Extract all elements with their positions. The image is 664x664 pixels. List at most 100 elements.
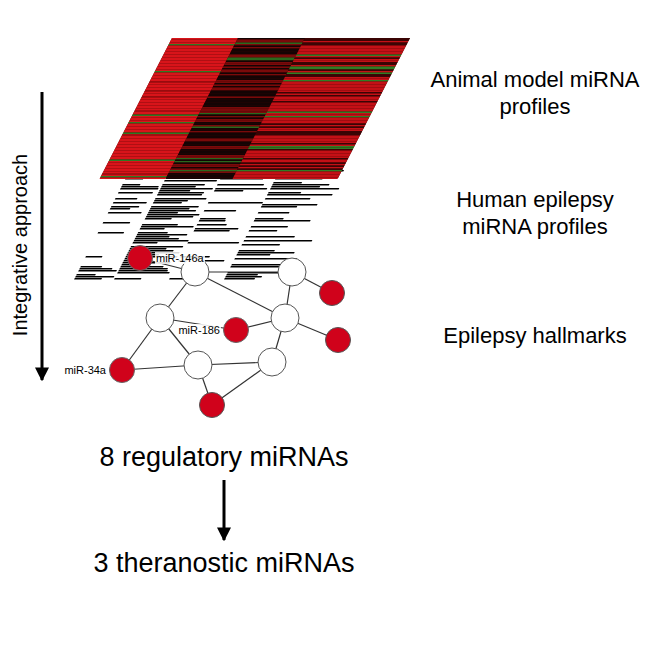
heatmap-cell <box>249 146 355 148</box>
heatmap-cell <box>158 64 225 66</box>
heatmap-cell <box>161 58 228 60</box>
heatmap-cell <box>299 49 405 51</box>
heatmap-cell <box>160 59 227 61</box>
heatmap-cell <box>192 127 260 129</box>
heatmap-cell <box>199 113 267 115</box>
heatmap-cell <box>208 202 263 203</box>
heatmap-cell <box>253 137 359 139</box>
heatmap-cell <box>113 152 180 154</box>
heatmap-cell <box>131 116 198 118</box>
heatmap-cell <box>142 224 178 225</box>
heatmap-cell <box>160 61 227 63</box>
heatmap-cell <box>303 40 409 42</box>
heatmap-cell <box>292 62 398 64</box>
heatmap-cell <box>109 160 176 162</box>
heatmap-cell <box>232 49 300 51</box>
heatmap-cell <box>149 82 216 84</box>
heatmap-cell <box>194 230 230 231</box>
heatmap-cell <box>169 172 237 174</box>
heatmap-cell <box>236 41 304 43</box>
heatmap-cell <box>269 106 375 108</box>
heatmap-cell <box>235 173 341 175</box>
heatmap-cell <box>163 53 230 55</box>
heatmap-cell <box>103 172 170 174</box>
mirna-label: miR-186 <box>177 324 221 336</box>
heatmap-cell <box>164 180 217 181</box>
heatmap-cell <box>273 182 302 183</box>
mirna-circle <box>127 245 153 271</box>
heatmap-cell <box>146 88 213 90</box>
heatmap-cell <box>104 169 171 171</box>
heatmap-cell <box>236 254 270 255</box>
heatmap-cell <box>276 94 382 96</box>
heatmap-cell <box>132 115 199 117</box>
heatmap-cell <box>202 107 270 109</box>
heatmap-cell <box>111 155 178 157</box>
heatmap-cell <box>120 139 187 141</box>
heatmap-cell <box>197 116 265 118</box>
heatmap-cell <box>124 130 191 132</box>
heatmap-cell <box>281 83 387 85</box>
heatmap-cell <box>250 143 356 145</box>
heatmap-cell <box>191 128 259 130</box>
heatmap-cell <box>106 166 173 168</box>
heatmap-cell <box>133 112 200 114</box>
heatmap-cell <box>153 202 182 203</box>
heatmap-cell <box>238 167 344 169</box>
heatmap-cell <box>169 170 237 172</box>
heatmap-cell <box>147 85 214 87</box>
heatmap-cell <box>236 40 304 42</box>
heatmap-cell <box>295 56 401 58</box>
heatmap-cell <box>195 228 239 229</box>
heatmap-cell <box>135 109 202 111</box>
heatmap-cell <box>106 164 173 166</box>
heatmap-cell <box>74 150 360 280</box>
heatmap-cell <box>179 151 247 153</box>
mirna-dot <box>320 281 345 306</box>
heatmap-cell <box>170 169 238 171</box>
heatmap-cell <box>105 167 172 169</box>
axis-label: Integrative approach <box>9 154 32 336</box>
heatmap-cell <box>167 175 235 177</box>
heatmap-cell <box>301 44 407 46</box>
mirna-circle <box>223 317 249 343</box>
heatmap-cell <box>224 278 255 279</box>
heatmap-cell <box>146 216 194 217</box>
heatmap-cell <box>209 92 277 94</box>
heatmap-cell <box>154 71 221 73</box>
heatmap-cell <box>103 222 131 223</box>
heatmap-cell <box>151 206 199 207</box>
heatmap-cell <box>291 64 397 66</box>
heatmap-cell <box>189 131 257 133</box>
heatmap-cell <box>212 88 280 90</box>
heatmap-cell <box>150 80 217 82</box>
heatmap-cell <box>129 121 196 123</box>
heatmap-cell <box>174 161 242 163</box>
heatmap-cell <box>183 143 251 145</box>
heatmap-cell <box>238 250 275 251</box>
heatmap-cell <box>213 86 281 88</box>
heatmap-cell <box>287 71 393 73</box>
heatmap-cell <box>149 210 196 211</box>
heatmap-cell <box>240 163 346 165</box>
heatmap-cell <box>258 212 290 213</box>
heatmap-cell <box>239 166 345 168</box>
animal-heatmap <box>99 38 410 179</box>
heatmap-cell <box>130 119 197 121</box>
heatmap-cell <box>99 178 166 180</box>
heatmap-cell <box>258 128 364 130</box>
heatmap-cell <box>178 154 246 156</box>
heatmap-cell <box>216 79 284 81</box>
heatmap-cell <box>168 44 235 46</box>
heatmap-cell <box>217 184 264 185</box>
heatmap-cell <box>155 198 207 199</box>
heatmap-cell <box>176 158 244 160</box>
heatmap-cell <box>255 218 284 219</box>
gene-node <box>271 304 299 332</box>
heatmap-cell <box>140 98 207 100</box>
heatmap-cell <box>151 77 218 79</box>
heatmap-cell <box>283 79 389 81</box>
heatmap-cell <box>300 47 406 49</box>
heatmap-cell <box>144 91 211 93</box>
